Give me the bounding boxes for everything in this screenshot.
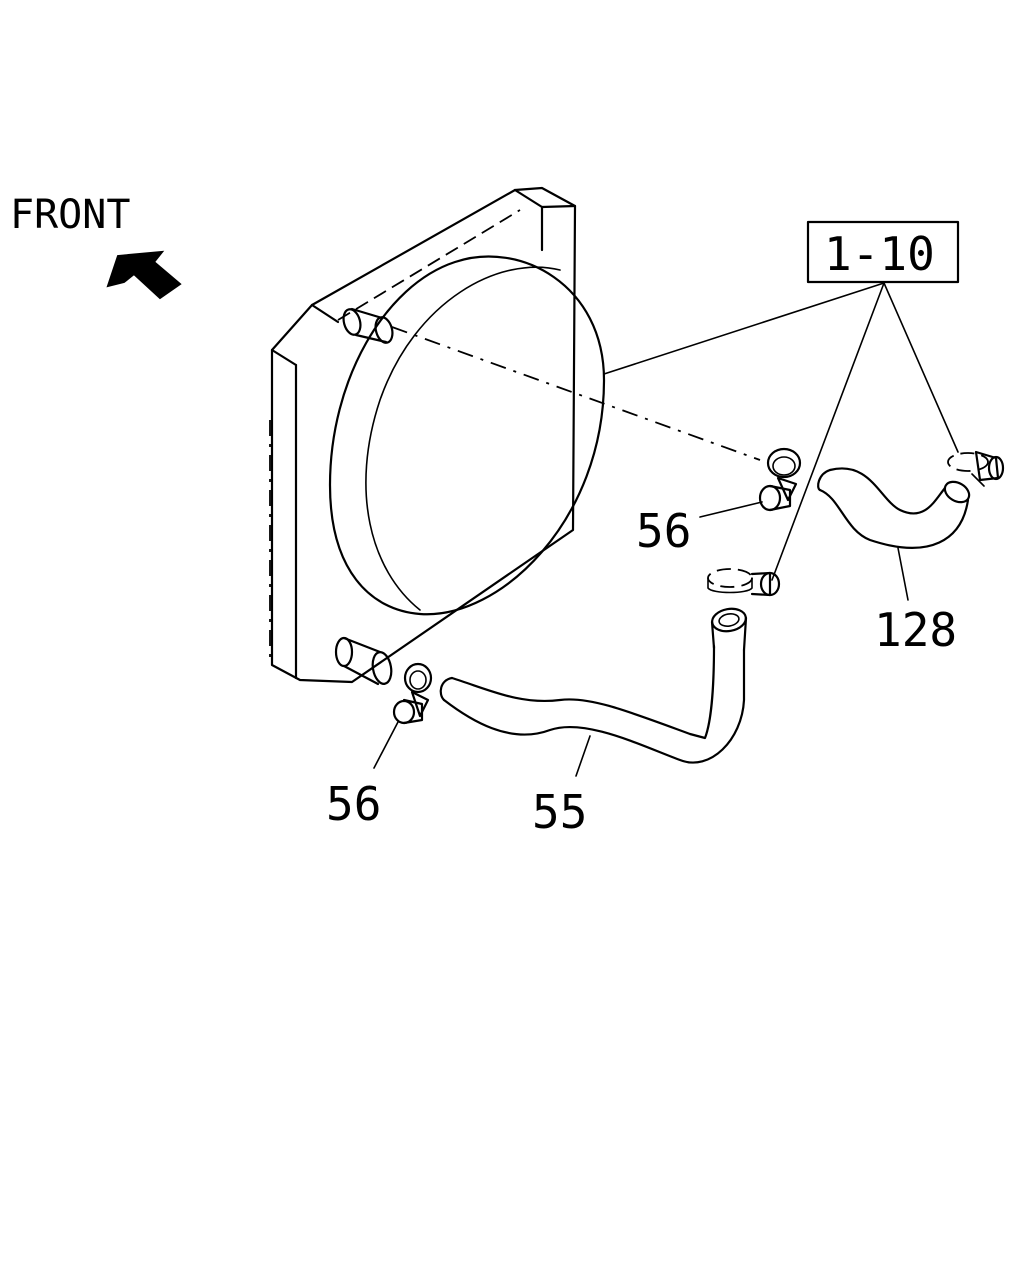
hose-upper [817,467,971,601]
clamp-upper [699,447,802,518]
callout-clamp-lower: 56 [326,777,381,831]
callout-hose-upper: 128 [874,603,957,657]
front-arrow-icon [106,250,182,300]
reference-box: 1-10 [806,220,960,284]
clamp-lower [373,662,433,769]
hose-lower [439,607,748,777]
clamp-right [947,450,1005,487]
clamp-middle [707,568,781,597]
front-label: FRONT [10,192,130,238]
callout-hose-lower: 55 [532,785,587,839]
callout-clamp-upper: 56 [636,504,691,558]
reference-box-label: 1-10 [824,227,935,281]
radiator [269,186,885,686]
